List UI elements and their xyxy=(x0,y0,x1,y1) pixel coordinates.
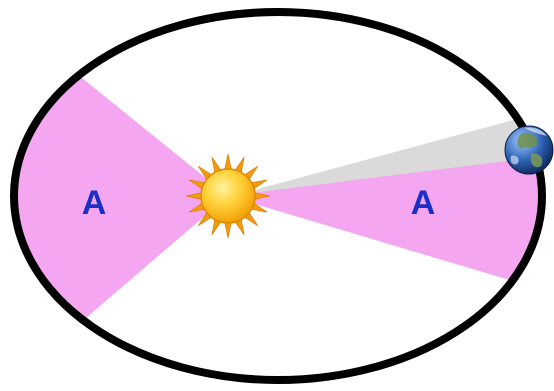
sun-icon xyxy=(186,154,270,238)
earth-icon xyxy=(505,126,553,174)
left-area-label: A xyxy=(82,184,107,222)
right-area-label: A xyxy=(411,184,436,222)
